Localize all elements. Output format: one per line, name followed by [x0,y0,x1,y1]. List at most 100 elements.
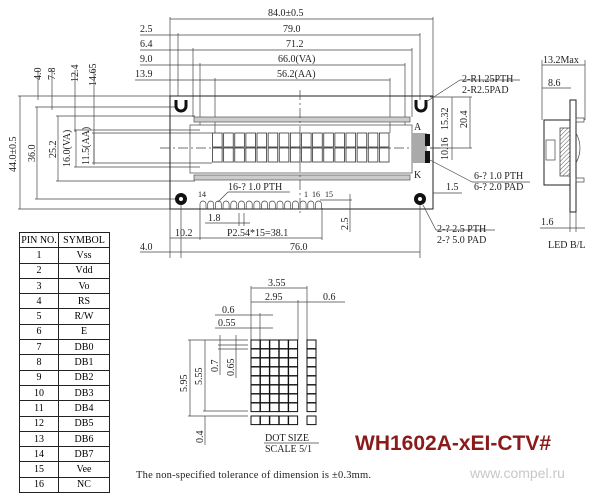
character-cell [367,147,379,163]
dot-dim-0-6-right: 0.6 [323,292,336,303]
pin-pad [207,200,215,209]
right-annotations: 2-R1.25PTH 2-R2.5PAD 15.32 20.4 10.16 6-… [422,74,530,246]
edge-dim: 1.5 [446,182,459,193]
dot [250,339,261,350]
pin-number: 13 [19,430,59,448]
top-dimensions: 84.0±0.5 79.0 71.2 66.0(VA) 56.2(AA) 2.5… [135,8,434,133]
next-char-dot [306,375,317,386]
cursor-dot [278,415,289,426]
dim-76: 76.0 [290,242,308,253]
dim-20-4: 20.4 [459,111,470,129]
height-36: 36.0 [27,145,38,163]
pin-symbol: R/W [58,308,110,325]
dot [259,375,270,386]
pin-pad [238,200,245,209]
symbol-header: SYMBOL [58,231,110,249]
pin-pad [268,200,276,209]
character-cell [234,147,245,163]
character-cell [345,132,357,148]
dot [288,402,299,413]
dot-dim-0-65: 0.65 [226,359,237,377]
pin-symbol: Vee [58,461,110,478]
dot [278,375,289,386]
dot-dim-3-55: 3.55 [268,278,286,289]
pin-pad [253,200,261,209]
pin-symbol: DB6 [58,430,110,448]
pin-number: 8 [19,354,59,371]
next-char-dot [306,393,317,404]
character-cell [312,132,323,148]
pin-pad [245,200,253,209]
left-dimensions: 4.0 7.8 12.4 14.65 44.0±0.5 36.0 25.2 16… [8,64,212,210]
character-cell [289,132,301,148]
dot [288,393,299,404]
dot-dim-0-6: 0.6 [222,305,235,316]
dot [288,366,299,377]
height-11-5-aa: 11.5(AA) [81,127,92,165]
dim-8-6: 8.6 [548,78,561,89]
dot [288,339,299,350]
dot [288,357,299,368]
anode-label: A [414,122,422,133]
next-char-dot [306,339,317,350]
dim-13-2max: 13.2Max [543,55,579,66]
character-cell [301,132,312,148]
dot [278,393,289,404]
dot [259,366,270,377]
character-cell [378,147,390,163]
height-44: 44.0±0.5 [8,137,19,173]
dot [259,348,270,359]
pin-number: 3 [19,277,59,295]
pin-number: 11 [19,400,59,417]
dot [269,393,280,404]
dot [259,384,270,395]
dot [269,348,280,359]
side-view: 13.2Max 8.6 1.6 LED B/L [540,55,586,251]
cathode-label: K [414,170,422,181]
pin-num-14: 14 [198,190,206,199]
character-cell [256,132,268,148]
pin-number: 10 [19,384,59,402]
pin-pad [261,200,268,209]
dim-1-6: 1.6 [541,217,554,228]
dim-84: 84.0±0.5 [268,8,304,19]
dot [278,339,289,350]
dot [269,339,280,350]
character-cell [278,147,290,163]
dot [259,357,270,368]
character-cell [267,147,279,163]
next-char-dot [306,357,317,368]
character-cell [356,147,368,163]
voff-14-65: 14.65 [88,64,99,87]
dim-pitch: P2.54*15=38.1 [227,228,288,239]
hole-top-label-1: 2-R1.25PTH [462,74,513,85]
pin-pad [276,200,284,209]
character-cell [378,132,390,148]
dim-1-8: 1.8 [208,213,221,224]
next-char-dot [306,402,317,413]
hole-bottom-label-2: 2-? 5.0 PAD [437,235,486,246]
pin-symbol: DB4 [58,400,110,417]
pin-number: 9 [19,369,59,386]
cursor-dot [288,415,299,426]
pin-pad [299,200,307,209]
character-cell [223,147,234,163]
dot [259,402,270,413]
dot-size-scale: SCALE 5/1 [265,444,312,455]
tolerance-note: The non-specified tolerance of dimension… [136,470,372,481]
dot [288,375,299,386]
dim-10-16: 10.16 [440,138,451,161]
character-cell [234,132,245,148]
pin-row [199,200,322,209]
character-cell [245,132,256,148]
next-char-dot [306,384,317,395]
